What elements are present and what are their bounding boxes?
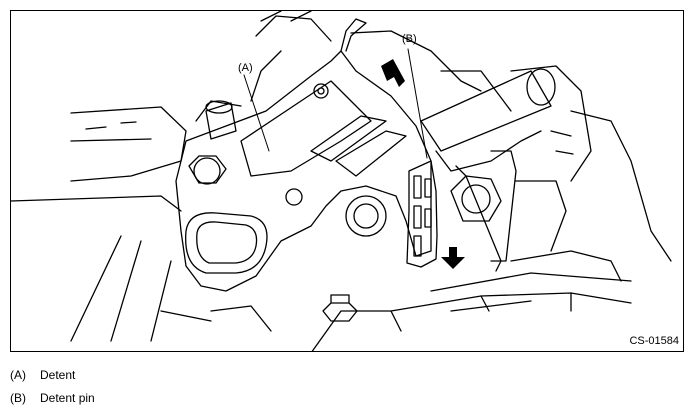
lower-bolt	[322, 294, 358, 322]
legend-row-b: (B) Detent pin	[10, 391, 95, 405]
legend-text-b: Detent pin	[40, 391, 95, 405]
technical-illustration-frame: (A) (B) CS-01584	[10, 10, 684, 352]
legend-text-a: Detent	[40, 368, 76, 382]
legend-key-a: (A)	[10, 368, 26, 382]
detent-pin	[406, 160, 438, 268]
shift-lever	[420, 68, 556, 272]
detent-plate	[175, 18, 432, 292]
callout-label-a: (A)	[238, 62, 253, 74]
detent-assembly-drawing	[11, 11, 672, 351]
legend-row-a: (A) Detent	[10, 368, 75, 382]
motion-arrow-down	[441, 247, 465, 269]
transmission-case-outline	[11, 11, 672, 351]
callout-label-b: (B)	[402, 33, 417, 45]
figure-id-label: CS-01584	[629, 335, 679, 347]
legend-key-b: (B)	[10, 391, 26, 405]
motion-arrow-up	[381, 59, 405, 87]
